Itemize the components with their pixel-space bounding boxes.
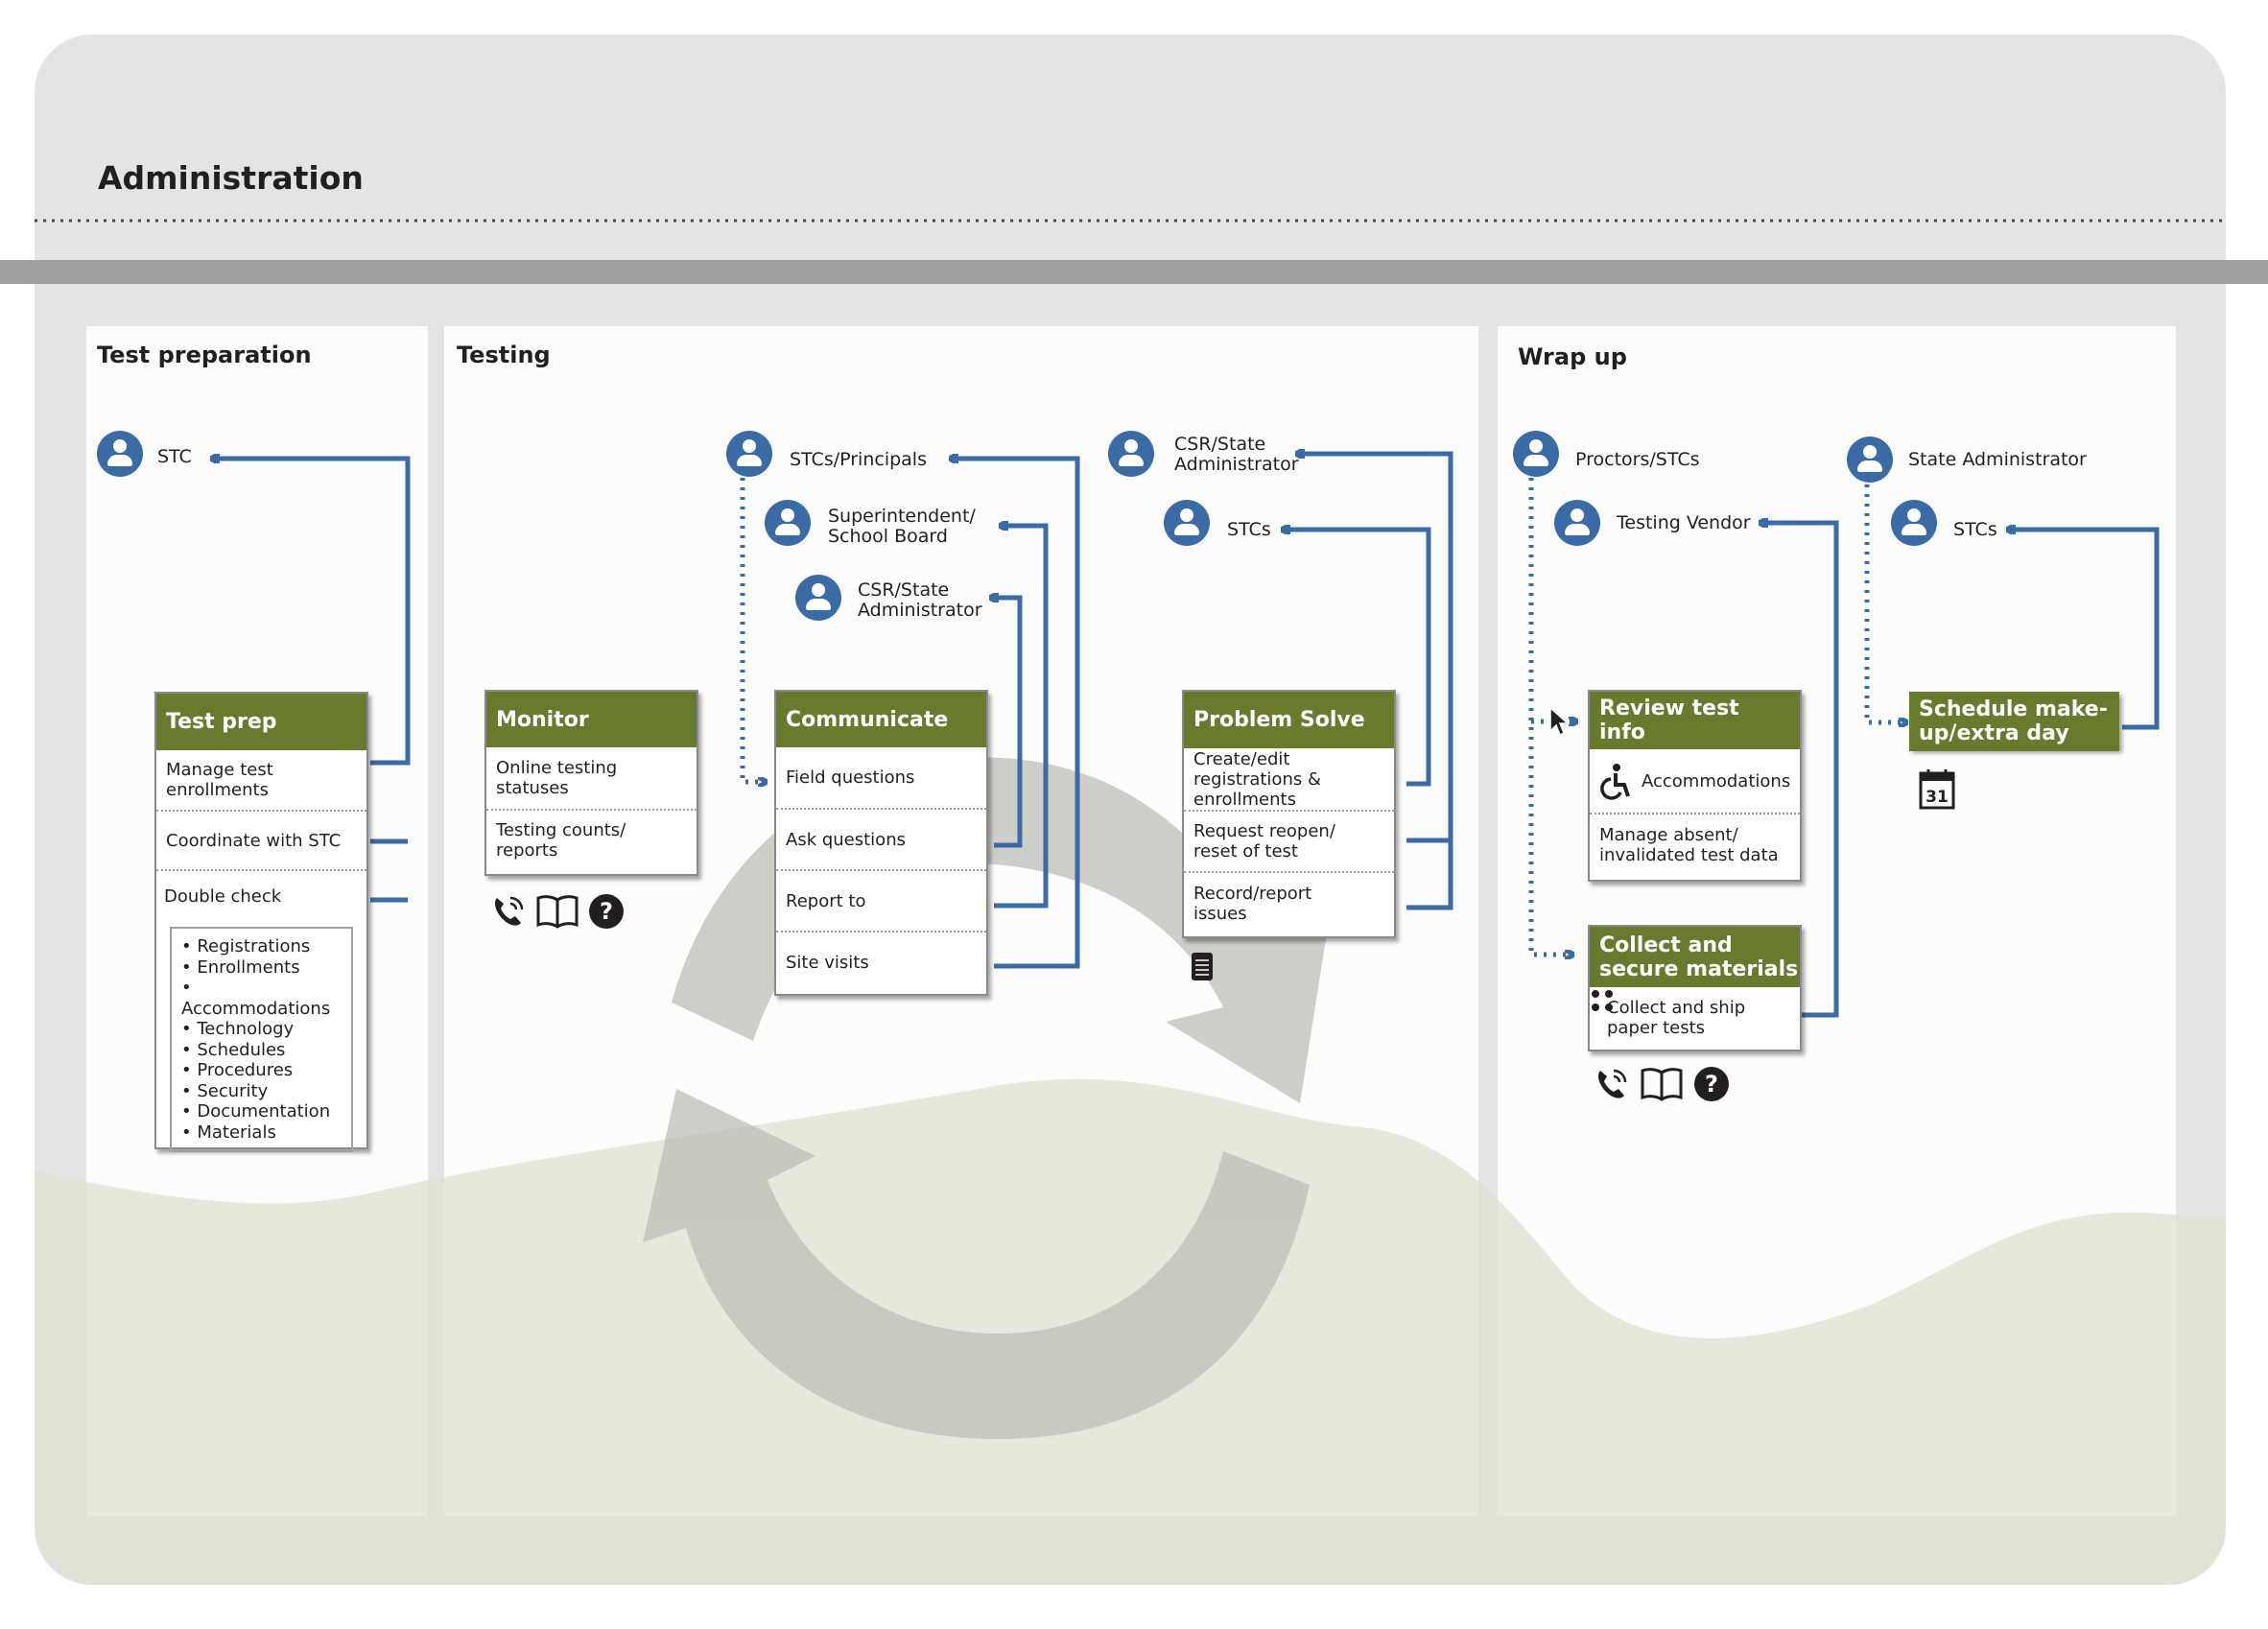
checklist-item: • Registrations — [181, 936, 311, 956]
dots-icon — [1592, 990, 1613, 1011]
help-icon: ? — [1694, 1067, 1729, 1101]
card-monitor: Monitor Online testing statuses Testing … — [484, 690, 698, 876]
page-title: Administration — [98, 159, 364, 197]
card-item: Create/edit registrations & enrollments — [1193, 748, 1321, 810]
role-csr-state-administrator: CSR/State Administrator — [1174, 434, 1299, 475]
role-testing-vendor: Testing Vendor — [1617, 512, 1751, 533]
card-title: Problem Solve — [1184, 692, 1394, 748]
card-title: Test prep — [156, 694, 366, 750]
user-icon — [97, 431, 143, 477]
section-title-testing: Testing — [457, 342, 551, 368]
card-review-test-info: Review test info Accommodations Manage a… — [1588, 690, 1802, 882]
cursor-icon — [1549, 706, 1570, 737]
checklist-item: • Accommodations — [181, 978, 331, 1019]
card-item: Online testing statuses — [496, 758, 618, 798]
checklist: • Registrations • Enrollments • Accommod… — [170, 927, 353, 1152]
card-item-label: Accommodations — [1642, 770, 1791, 791]
calendar-icon: 31 — [1919, 769, 1955, 810]
card-item: Double check — [156, 869, 366, 921]
checklist-item: • Schedules — [181, 1039, 286, 1060]
role-stcs: STCs — [1953, 519, 1997, 540]
card-title: Communicate — [776, 692, 986, 747]
card-item: Testing counts/ reports — [486, 809, 697, 870]
role-stcs-principals: STCs/Principals — [790, 449, 927, 470]
role-proctors-stcs: Proctors/STCs — [1575, 449, 1700, 470]
card-item: Request reopen/ reset of test — [1184, 810, 1394, 871]
accessibility-icon — [1600, 764, 1630, 800]
card-item: Record/report issues — [1184, 871, 1394, 934]
svg-text:?: ? — [1705, 1071, 1718, 1098]
card-item: Field questions — [786, 767, 915, 788]
user-icon — [1164, 500, 1210, 546]
card-item: Ask questions — [776, 808, 986, 869]
calendar-day: 31 — [1925, 788, 1949, 807]
user-icon — [1108, 431, 1154, 477]
phone-icon — [1598, 1069, 1627, 1098]
card-title: Schedule make- up/extra day — [1909, 692, 2119, 751]
notepad-icon — [1192, 953, 1213, 980]
card-communicate: Communicate Field questions Ask question… — [774, 690, 988, 996]
checklist-item: • Technology — [181, 1019, 295, 1039]
card-test-prep: Test prep Manage test enrollments Coordi… — [154, 692, 368, 1152]
phone-icon — [495, 896, 524, 926]
book-icon — [1641, 1068, 1683, 1101]
book-icon — [536, 895, 579, 929]
card-item: Collect and ship paper tests — [1590, 987, 1800, 1048]
card-item: Report to — [776, 869, 986, 931]
card-schedule-makeup: Schedule make- up/extra day — [1909, 692, 2119, 751]
checklist-item: • Procedures — [181, 1060, 294, 1080]
svg-text:?: ? — [600, 898, 613, 925]
role-stcs: STCs — [1227, 519, 1271, 540]
card-item: Manage test enrollments — [166, 760, 273, 800]
section-title-wrap-up: Wrap up — [1518, 343, 1627, 370]
gray-band — [0, 260, 2268, 284]
role-csr-state-administrator: CSR/State Administrator — [858, 579, 982, 621]
card-item-label: Collect and ship paper tests — [1607, 997, 1746, 1038]
user-icon — [726, 431, 772, 477]
role-stc: STC — [157, 446, 192, 467]
user-icon — [1847, 437, 1893, 483]
card-item: Manage absent/ invalidated test data — [1590, 813, 1800, 876]
card-item: Accommodations — [1590, 749, 1800, 813]
checklist-item: • Documentation — [181, 1101, 331, 1121]
checklist-item: • Materials — [181, 1121, 276, 1143]
card-item: Site visits — [776, 931, 986, 992]
user-icon — [1891, 500, 1937, 546]
role-state-administrator: State Administrator — [1908, 449, 2087, 470]
user-icon — [1554, 500, 1600, 546]
card-collect-secure-materials: Collect and secure materials Collect and… — [1588, 925, 1802, 1051]
section-title-test-preparation: Test preparation — [97, 342, 312, 368]
help-icon: ? — [589, 894, 624, 929]
user-icon — [765, 500, 811, 546]
card-problem-solve: Problem Solve Create/edit registrations … — [1182, 690, 1396, 938]
card-item: Coordinate with STC — [156, 810, 366, 869]
card-title: Collect and secure materials — [1590, 927, 1800, 987]
checklist-item: • Enrollments — [181, 956, 300, 978]
card-title: Monitor — [486, 692, 697, 747]
user-icon — [1513, 431, 1559, 477]
connectors — [215, 454, 2160, 1018]
user-icon — [795, 575, 841, 621]
card-title: Review test info — [1590, 692, 1800, 749]
checklist-item: • Security — [181, 1080, 269, 1101]
role-superintendent: Superintendent/ School Board — [828, 506, 976, 547]
